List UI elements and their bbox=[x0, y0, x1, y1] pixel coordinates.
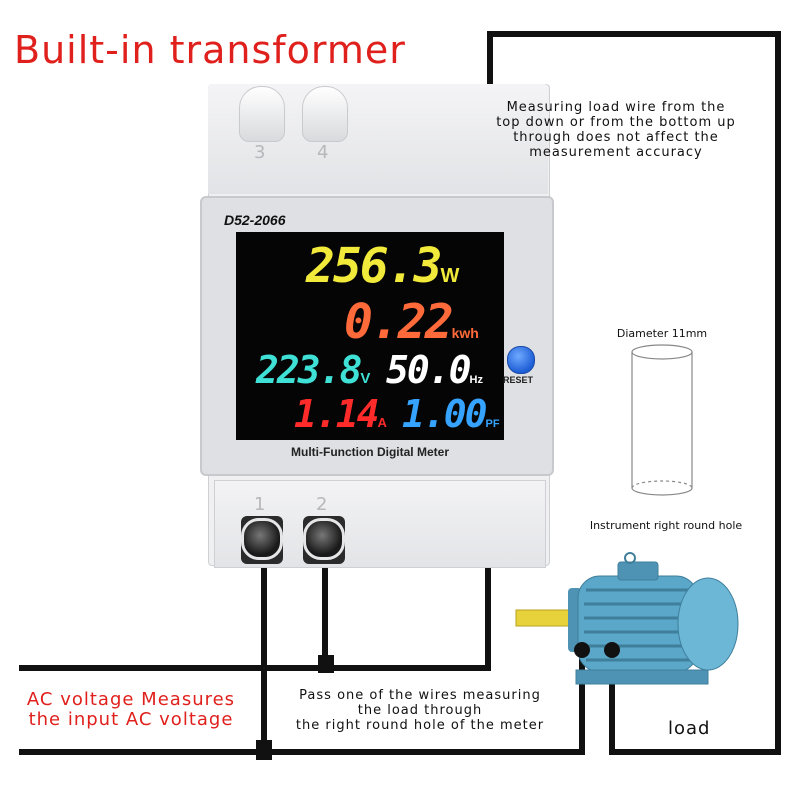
power-reading: 256.3W bbox=[306, 238, 459, 294]
power-unit: W bbox=[440, 265, 460, 287]
power-factor-value: 1.00 bbox=[402, 392, 488, 436]
top-knob-3 bbox=[239, 86, 285, 142]
measuring-note-line: measurement accuracy bbox=[529, 145, 703, 160]
reset-button[interactable] bbox=[507, 346, 535, 374]
ac-voltage-note: AC voltage Measures the input AC voltage bbox=[10, 690, 252, 730]
measuring-note-line: Measuring load wire from the bbox=[506, 100, 726, 115]
screw-terminal-icon bbox=[241, 518, 283, 560]
reset-label: RESET bbox=[503, 375, 534, 385]
energy-reading: 0.22kwh bbox=[344, 294, 479, 350]
top-knob-4 bbox=[302, 86, 348, 142]
current-unit: A bbox=[377, 415, 387, 430]
voltage-unit: V bbox=[360, 370, 371, 387]
model-label: D52-2066 bbox=[224, 212, 286, 228]
voltage-value: 223.8 bbox=[256, 348, 362, 392]
meter-footer-label: Multi-Function Digital Meter bbox=[291, 445, 449, 459]
power-factor-unit: PF bbox=[485, 418, 500, 430]
ac-voltage-note-line: AC voltage Measures bbox=[26, 689, 236, 710]
diameter-label: Diameter 11mm bbox=[616, 327, 708, 340]
terminal-label-4: 4 bbox=[317, 142, 329, 163]
voltage-reading: 223.8V bbox=[256, 348, 370, 392]
power-value: 256.3 bbox=[306, 238, 442, 294]
measuring-note: Measuring load wire from the top down or… bbox=[494, 100, 738, 160]
current-reading: 1.14A bbox=[294, 392, 387, 436]
hole-label: Instrument right round hole bbox=[589, 519, 743, 532]
energy-unit: kwh bbox=[451, 325, 479, 341]
terminal-label-2: 2 bbox=[316, 494, 328, 515]
electric-motor-icon bbox=[515, 552, 739, 685]
cylinder-hole-icon bbox=[631, 344, 693, 496]
frequency-unit: Hz bbox=[469, 374, 483, 386]
energy-value: 0.22 bbox=[344, 294, 454, 350]
pass-wire-note-line: the load through bbox=[357, 703, 483, 718]
ac-voltage-note-line: the input AC voltage bbox=[28, 709, 234, 730]
pass-wire-note-line: Pass one of the wires measuring bbox=[299, 688, 541, 703]
measuring-note-line: through does not affect the bbox=[513, 130, 719, 145]
measuring-note-line: top down or from the bottom up bbox=[496, 115, 736, 130]
load-label: load bbox=[668, 718, 711, 739]
frequency-reading: 50.0Hz bbox=[386, 348, 483, 392]
screw-terminal-icon bbox=[303, 518, 345, 560]
pass-wire-note: Pass one of the wires measuring the load… bbox=[282, 688, 558, 733]
page-title: Built-in transformer bbox=[14, 28, 406, 72]
lcd-display: 256.3W 0.22kwh 223.8V 50.0Hz 1.14A 1.00P… bbox=[236, 232, 504, 440]
current-value: 1.14 bbox=[294, 392, 380, 436]
terminal-label-3: 3 bbox=[254, 142, 266, 163]
terminal-label-1: 1 bbox=[254, 494, 266, 515]
power-factor-reading: 1.00PF bbox=[402, 392, 500, 436]
pass-wire-note-line: the right round hole of the meter bbox=[295, 718, 545, 733]
frequency-value: 50.0 bbox=[386, 348, 472, 392]
